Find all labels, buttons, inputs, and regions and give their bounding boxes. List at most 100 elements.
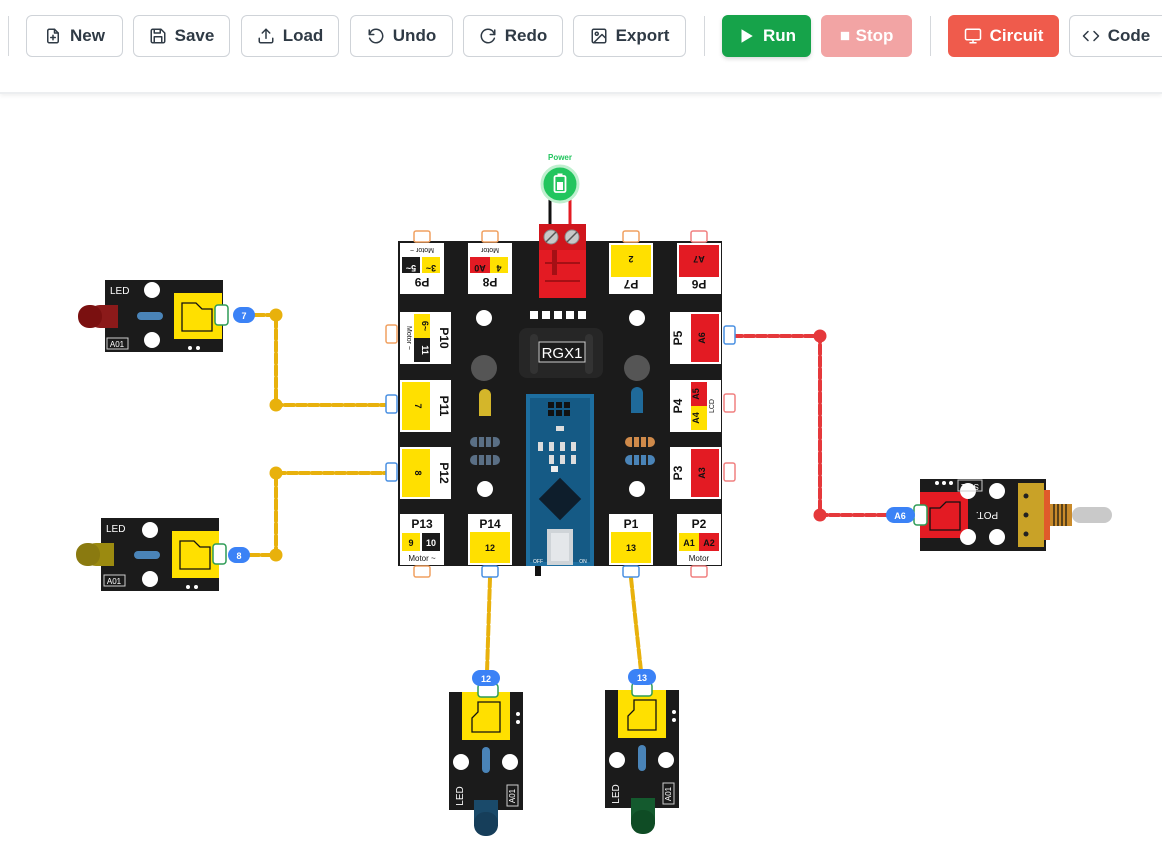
circuit-canvas[interactable]: Power Motor ~ 5~ 3~ P9 Motor A0 4 P8 2 P… bbox=[0, 94, 1162, 860]
code-brackets-icon bbox=[1082, 30, 1099, 42]
toolbar-divider bbox=[8, 16, 9, 56]
svg-text:P8: P8 bbox=[482, 275, 497, 289]
save-button-label: Save bbox=[174, 26, 215, 45]
svg-text:LED: LED bbox=[455, 786, 466, 805]
port-p10[interactable]: Motor ~ 6~ 11 P10 bbox=[400, 312, 451, 364]
pin-badge-12: 12 bbox=[481, 674, 491, 684]
port-p9[interactable]: Motor ~ 5~ 3~ P9 bbox=[400, 243, 444, 294]
code-button-label: Code bbox=[1107, 26, 1151, 45]
circuit-button-label: Circuit bbox=[989, 26, 1044, 45]
power-label: Power bbox=[548, 153, 572, 162]
load-button-label: Load bbox=[282, 26, 324, 45]
svg-text:A2: A2 bbox=[703, 538, 715, 548]
svg-text:6~: 6~ bbox=[420, 321, 430, 331]
new-button-label: New bbox=[70, 26, 105, 45]
svg-text:13: 13 bbox=[626, 543, 636, 553]
new-file-icon bbox=[47, 28, 60, 44]
redo-button[interactable]: Redo bbox=[463, 15, 563, 57]
led-module-red[interactable]: LED A01 7 bbox=[78, 280, 255, 352]
svg-text:A1: A1 bbox=[683, 538, 695, 548]
wire-led-red[interactable] bbox=[253, 313, 390, 407]
svg-text:P12: P12 bbox=[437, 462, 451, 484]
svg-text:P7: P7 bbox=[623, 277, 638, 291]
port-p2[interactable]: P2 A1 A2 Motor bbox=[677, 514, 721, 565]
svg-text:2: 2 bbox=[628, 254, 633, 264]
undo-button[interactable]: Undo bbox=[350, 15, 453, 57]
svg-text:Motor ~: Motor ~ bbox=[405, 326, 412, 350]
svg-text:A5: A5 bbox=[691, 388, 701, 400]
port-p3[interactable]: A3 P3 bbox=[670, 447, 721, 499]
battery-icon bbox=[553, 173, 567, 193]
svg-text:A01: A01 bbox=[110, 340, 125, 349]
code-button[interactable]: Code bbox=[1069, 15, 1162, 57]
svg-text:Motor ~: Motor ~ bbox=[410, 246, 434, 253]
pin-badge-8: 8 bbox=[236, 551, 241, 561]
port-p5[interactable]: A6 P5 bbox=[670, 312, 721, 364]
off-label: OFF bbox=[533, 559, 543, 565]
save-button[interactable]: Save bbox=[133, 15, 230, 57]
svg-text:P11: P11 bbox=[437, 396, 451, 417]
svg-text:A0: A0 bbox=[474, 263, 486, 273]
load-button[interactable]: Load bbox=[241, 15, 339, 57]
wire-led-yellow[interactable] bbox=[248, 471, 390, 557]
svg-text:4: 4 bbox=[496, 263, 501, 273]
save-icon bbox=[150, 28, 166, 44]
stop-square-icon bbox=[840, 31, 849, 41]
upload-icon bbox=[258, 28, 274, 44]
port-p8[interactable]: Motor A0 4 P8 bbox=[468, 243, 512, 294]
svg-text:10: 10 bbox=[426, 538, 436, 548]
svg-text:P9: P9 bbox=[414, 275, 429, 289]
svg-text:Motor: Motor bbox=[689, 554, 710, 563]
svg-text:12: 12 bbox=[485, 543, 495, 553]
pin-badge-7: 7 bbox=[241, 311, 246, 321]
stop-button-label: Stop bbox=[855, 26, 894, 45]
rgx1-board[interactable]: Power Motor ~ 5~ 3~ P9 Motor A0 4 P8 2 P… bbox=[385, 153, 736, 578]
svg-text:P13: P13 bbox=[411, 517, 433, 531]
wire-led-blue[interactable] bbox=[485, 576, 492, 674]
run-button[interactable]: Run bbox=[722, 15, 811, 57]
port-p4[interactable]: A5 A4 LCD P4 bbox=[670, 380, 721, 432]
toolbar-divider bbox=[704, 16, 705, 56]
potentiometer-module[interactable]: S011 POT. A6 bbox=[886, 479, 1112, 551]
svg-text:5~: 5~ bbox=[406, 263, 416, 273]
circuit-button[interactable]: Circuit bbox=[948, 15, 1059, 57]
port-p6[interactable]: A7 P6 bbox=[677, 243, 721, 294]
svg-text:P10: P10 bbox=[437, 327, 451, 349]
svg-text:LED: LED bbox=[110, 286, 129, 297]
port-p14[interactable]: P14 12 bbox=[468, 514, 512, 565]
redo-icon bbox=[480, 28, 496, 44]
svg-text:A7: A7 bbox=[693, 254, 705, 264]
svg-text:LED: LED bbox=[106, 524, 125, 535]
port-p7[interactable]: 2 P7 bbox=[609, 243, 653, 294]
svg-text:P2: P2 bbox=[692, 517, 707, 531]
led-module-blue[interactable]: LED A01 12 bbox=[449, 670, 523, 836]
svg-text:7: 7 bbox=[413, 403, 423, 408]
undo-icon bbox=[368, 28, 384, 44]
svg-text:Motor: Motor bbox=[480, 246, 499, 253]
led-module-yellow[interactable]: LED A01 8 bbox=[76, 518, 250, 591]
svg-text:POT.: POT. bbox=[976, 509, 998, 520]
monitor-icon bbox=[964, 28, 981, 44]
on-label: ON bbox=[579, 559, 587, 565]
svg-text:P1: P1 bbox=[624, 517, 639, 531]
toolbar-divider bbox=[930, 16, 931, 56]
led-module-green[interactable]: LED A01 13 bbox=[605, 669, 679, 834]
svg-text:A4: A4 bbox=[691, 412, 701, 424]
port-p12[interactable]: 8 P12 bbox=[400, 447, 451, 499]
svg-text:P3: P3 bbox=[671, 465, 685, 480]
board-name: RGX1 bbox=[542, 345, 583, 362]
port-p11[interactable]: 7 P11 bbox=[400, 380, 451, 432]
wire-joints[interactable] bbox=[269, 308, 827, 562]
wire-led-green[interactable] bbox=[629, 576, 643, 673]
new-button[interactable]: New bbox=[26, 15, 123, 57]
svg-text:A6: A6 bbox=[697, 332, 707, 344]
image-icon bbox=[591, 28, 607, 44]
svg-text:8: 8 bbox=[413, 470, 423, 475]
svg-text:9: 9 bbox=[408, 538, 413, 548]
wire-pot[interactable] bbox=[731, 334, 892, 517]
port-p1[interactable]: P1 13 bbox=[609, 514, 653, 565]
stop-button[interactable]: Stop bbox=[821, 15, 912, 57]
svg-text:S011: S011 bbox=[960, 482, 979, 491]
export-button[interactable]: Export bbox=[573, 15, 686, 57]
port-p13[interactable]: P13 9 10 Motor ~ bbox=[400, 514, 444, 565]
